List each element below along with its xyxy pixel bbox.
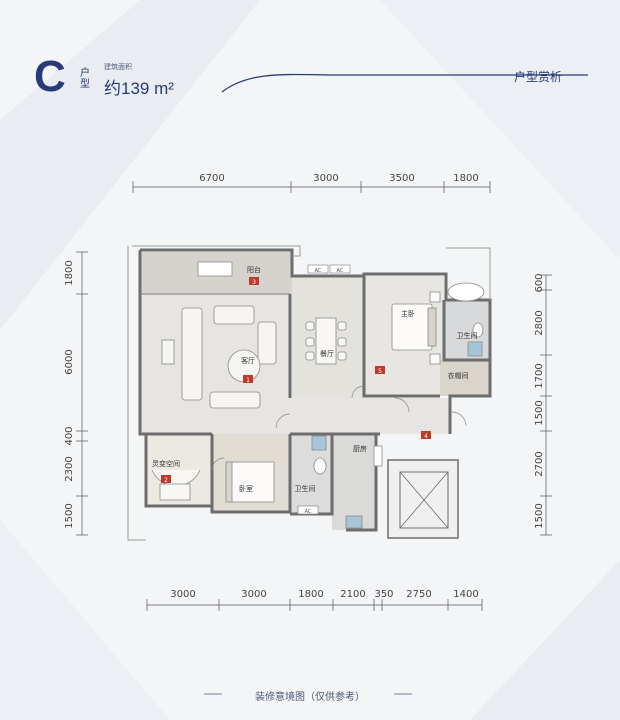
room-label-kitchen: 厨房 [353, 444, 367, 453]
dim-left-1: 1800 [64, 260, 75, 285]
living-furniture [161, 305, 277, 409]
dim-top-4: 1800 [453, 173, 478, 184]
balcony-treadmill [197, 261, 233, 277]
ac-label-1: AC [315, 268, 322, 274]
room-label-flex: 灵变空间 [152, 459, 180, 468]
dim-right-4: 1500 [534, 400, 545, 425]
bedroom-bed [225, 461, 275, 503]
dim-bottom-6: 2750 [406, 589, 431, 600]
bathtub [447, 282, 485, 302]
dim-left-4: 2300 [64, 456, 75, 481]
dim-bottom-4: 2100 [340, 589, 365, 600]
door-swings [211, 385, 467, 471]
room-badge-flex [161, 475, 171, 483]
dim-bottom-5: 350 [374, 589, 393, 600]
dim-left-2: 6000 [64, 349, 75, 374]
ac-label-2: AC [337, 268, 344, 274]
area-label: 建筑面积 [104, 63, 132, 71]
footer-note: 装修意境图（仅供参考） [255, 692, 365, 703]
room-badge-entry [421, 431, 431, 439]
dim-top-3: 3500 [389, 173, 414, 184]
section-title: 户型赏析 [514, 70, 563, 84]
walls [138, 248, 492, 532]
dim-bottom-3: 1800 [298, 589, 323, 600]
room-badge-balcony [249, 277, 259, 285]
room-no-living: 1 [246, 377, 250, 384]
dim-bottom-1: 3000 [170, 589, 195, 600]
kitchen-floor [332, 434, 376, 530]
room-badge-living [243, 375, 253, 383]
master-bed [391, 291, 441, 365]
room-label-master-bath: 卫生间 [457, 331, 478, 340]
room-label-bath: 卫生间 [295, 484, 316, 493]
dimension-left [76, 251, 88, 536]
dim-right-3: 1700 [534, 363, 545, 388]
dim-top-1: 6700 [199, 173, 224, 184]
room-no-master: 5 [378, 368, 382, 375]
dimension-bottom [146, 599, 483, 611]
room-label-balcony: 阳台 [247, 265, 261, 274]
dimension-top [132, 181, 491, 193]
dim-bottom-7: 1400 [453, 589, 478, 600]
dim-right-5: 2700 [534, 451, 545, 476]
room-label-master: 主卧 [401, 309, 415, 318]
dim-right-2: 2800 [534, 310, 545, 335]
area-value: 约139 m² [104, 79, 174, 98]
balcony-ac-units [297, 264, 351, 515]
dim-top-2: 3000 [313, 173, 338, 184]
room-label-living: 客厅 [241, 356, 255, 365]
room-label-closet: 衣帽间 [448, 371, 469, 380]
unit-type-sub: 户型 [80, 68, 90, 90]
unit-type-letter: C [34, 52, 66, 101]
ac-label-3: AC [305, 509, 312, 515]
dimension-right [540, 274, 552, 536]
dim-left-3: 400 [64, 426, 75, 445]
dim-right-1: 600 [534, 273, 545, 292]
closet-floor [440, 360, 490, 396]
header-curve [221, 73, 588, 93]
entry-floor [290, 398, 450, 434]
dining-table [305, 317, 347, 365]
dim-left-5: 1500 [64, 503, 75, 528]
room-no-flex: 2 [164, 477, 168, 484]
room-badge-master [375, 366, 385, 374]
room-no-entry: 4 [424, 433, 428, 440]
dim-bottom-2: 3000 [241, 589, 266, 600]
room-label-bedroom: 卧室 [239, 484, 253, 493]
room-label-dining: 餐厅 [320, 349, 334, 358]
bath-fixtures [311, 322, 484, 529]
room-no-balcony: 3 [252, 279, 256, 286]
dim-right-6: 1500 [534, 503, 545, 528]
